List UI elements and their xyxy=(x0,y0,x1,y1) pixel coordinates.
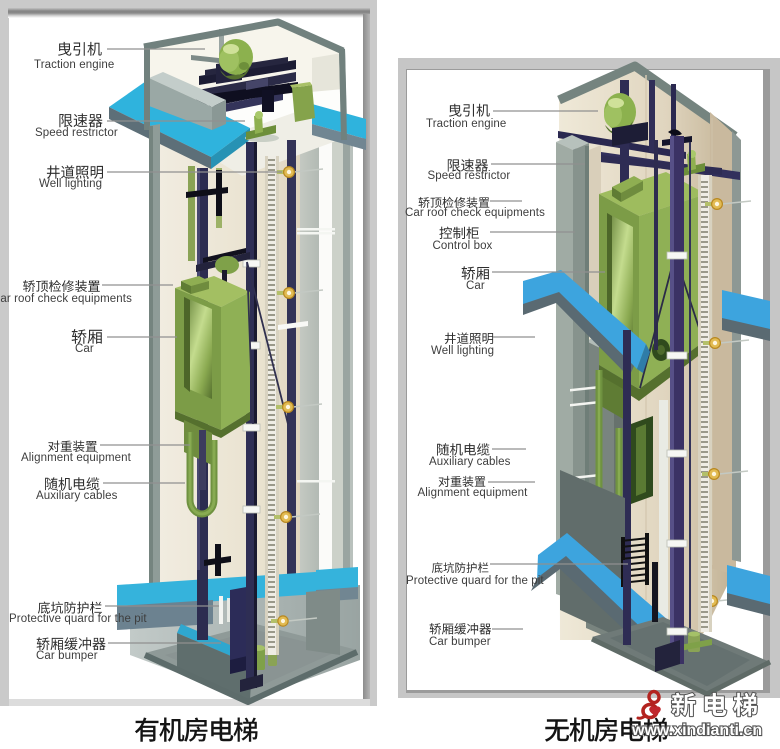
svg-text:www.xindianti.cn: www.xindianti.cn xyxy=(631,722,762,739)
